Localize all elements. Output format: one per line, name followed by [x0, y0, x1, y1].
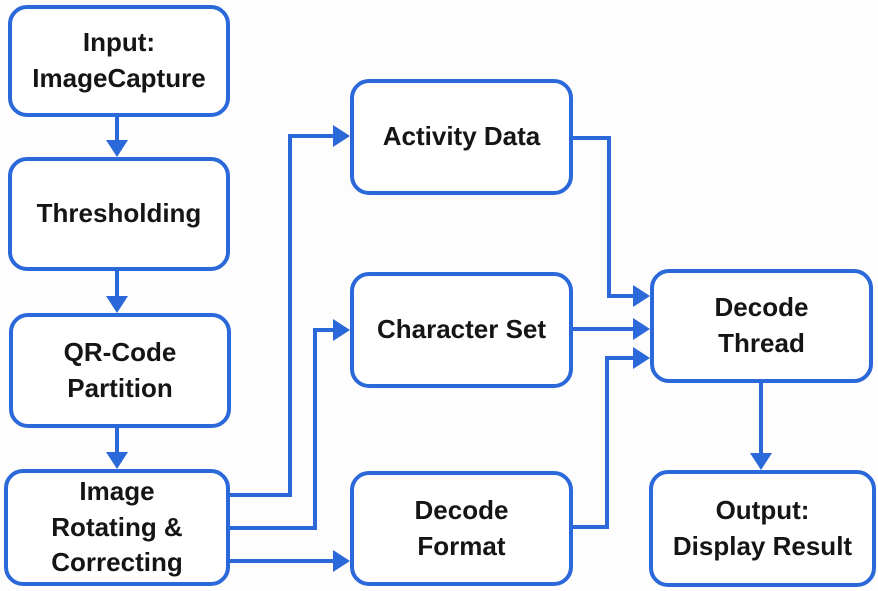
edge-activity-to-thread-line [573, 136, 634, 298]
node-character-set-label: Character Set [376, 314, 547, 345]
node-image-rotating-correcting: Image Rotating & Correcting [4, 469, 230, 586]
edge-qr-to-rotating-arrowhead [106, 452, 128, 469]
edge-charset-to-thread-arrowhead [633, 318, 650, 340]
node-image-rotating-correcting-label: Image Rotating & Correcting [51, 475, 183, 578]
node-activity-data: Activity Data [350, 79, 573, 195]
node-character-set: Character Set [350, 272, 573, 388]
edge-rotating-to-activity-arrowhead [333, 125, 350, 147]
node-decode-thread: Decode Thread [650, 269, 873, 383]
edge-thresholding-to-qr-arrowhead [106, 296, 128, 313]
node-decode-format: Decode Format [350, 471, 573, 586]
edge-rotating-to-charset-arrowhead [333, 319, 350, 341]
node-input-imagecapture: Input: ImageCapture [8, 5, 230, 117]
edge-format-to-thread-line [573, 356, 634, 529]
edge-rotating-to-charset-line [230, 328, 334, 530]
node-thresholding: Thresholding [8, 157, 230, 271]
node-output-display-result: Output: Display Result [649, 470, 876, 587]
edge-activity-to-thread-arrowhead [633, 285, 650, 307]
edge-thread-to-output-arrowhead [750, 453, 772, 470]
node-decode-thread-label: Decode Thread [714, 292, 809, 358]
node-thresholding-label: Thresholding [36, 198, 202, 229]
node-input-imagecapture-label: Input: ImageCapture [32, 27, 206, 93]
node-qr-code-partition-label: QR-Code Partition [63, 336, 177, 403]
edge-rotating-to-activity-line [230, 134, 334, 497]
edge-format-to-thread-arrowhead [633, 347, 650, 369]
edge-input-to-thresholding-arrowhead [106, 140, 128, 157]
node-decode-format-label: Decode Format [414, 494, 509, 561]
node-output-display-result-label: Output: Display Result [672, 494, 853, 561]
edge-rotating-to-format-arrowhead [333, 550, 350, 572]
node-activity-data-label: Activity Data [382, 121, 541, 152]
node-qr-code-partition: QR-Code Partition [9, 313, 231, 428]
